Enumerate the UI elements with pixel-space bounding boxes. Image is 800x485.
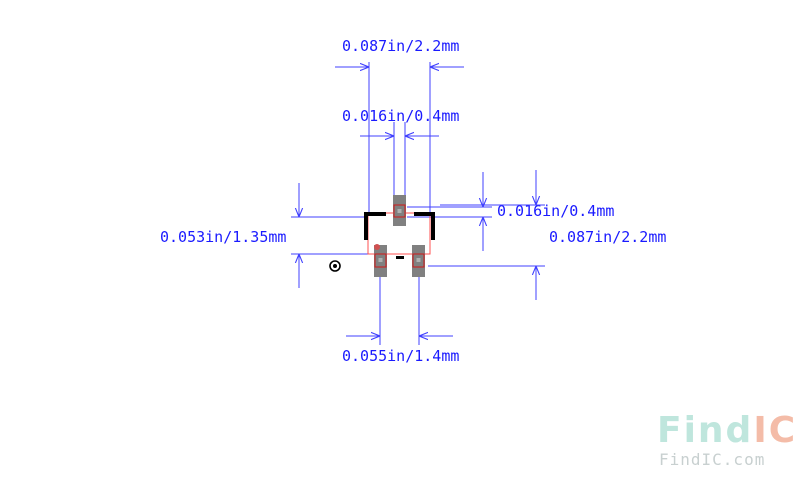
pad-bottom-right-outline bbox=[412, 253, 425, 268]
watermark-logo: FindIC bbox=[657, 410, 797, 451]
findic-watermark: FindIC FindIC.com bbox=[657, 410, 797, 469]
dimension-label-top-width: 0.087in/2.2mm bbox=[342, 37, 459, 55]
dimension-label-total-height: 0.087in/2.2mm bbox=[549, 228, 666, 246]
watermark-url: FindIC.com bbox=[659, 450, 765, 469]
component-footprint bbox=[364, 195, 435, 277]
dimension-pad-height bbox=[407, 172, 492, 251]
dimension-top-width bbox=[335, 62, 464, 215]
watermark-logo-find: Find bbox=[657, 410, 753, 451]
pad-bottom-right-center bbox=[416, 258, 421, 262]
dimension-pad-width bbox=[360, 122, 439, 205]
dimension-label-body-height: 0.053in/1.35mm bbox=[160, 228, 286, 246]
pad-bottom-left-outline bbox=[374, 253, 387, 268]
pad-top-outline bbox=[393, 204, 406, 218]
dimension-label-pad-pitch: 0.055in/1.4mm bbox=[342, 347, 459, 365]
dimension-pad-pitch bbox=[346, 262, 453, 345]
dimension-label-pad-width: 0.016in/0.4mm bbox=[342, 107, 459, 125]
silkscreen-center-mark bbox=[396, 256, 404, 259]
watermark-logo-ic: IC bbox=[753, 410, 797, 451]
pad-top-center bbox=[397, 209, 402, 213]
pad-bottom-left-center bbox=[378, 258, 383, 262]
silkscreen-left-bracket bbox=[364, 212, 386, 240]
origin-marker-icon bbox=[329, 260, 341, 272]
pin1-marker bbox=[374, 244, 380, 250]
dimension-total-height bbox=[428, 170, 545, 300]
silkscreen-right-bracket bbox=[414, 212, 435, 240]
dimension-label-pad-height: 0.016in/0.4mm bbox=[497, 202, 614, 220]
dimension-body-height bbox=[291, 183, 378, 288]
